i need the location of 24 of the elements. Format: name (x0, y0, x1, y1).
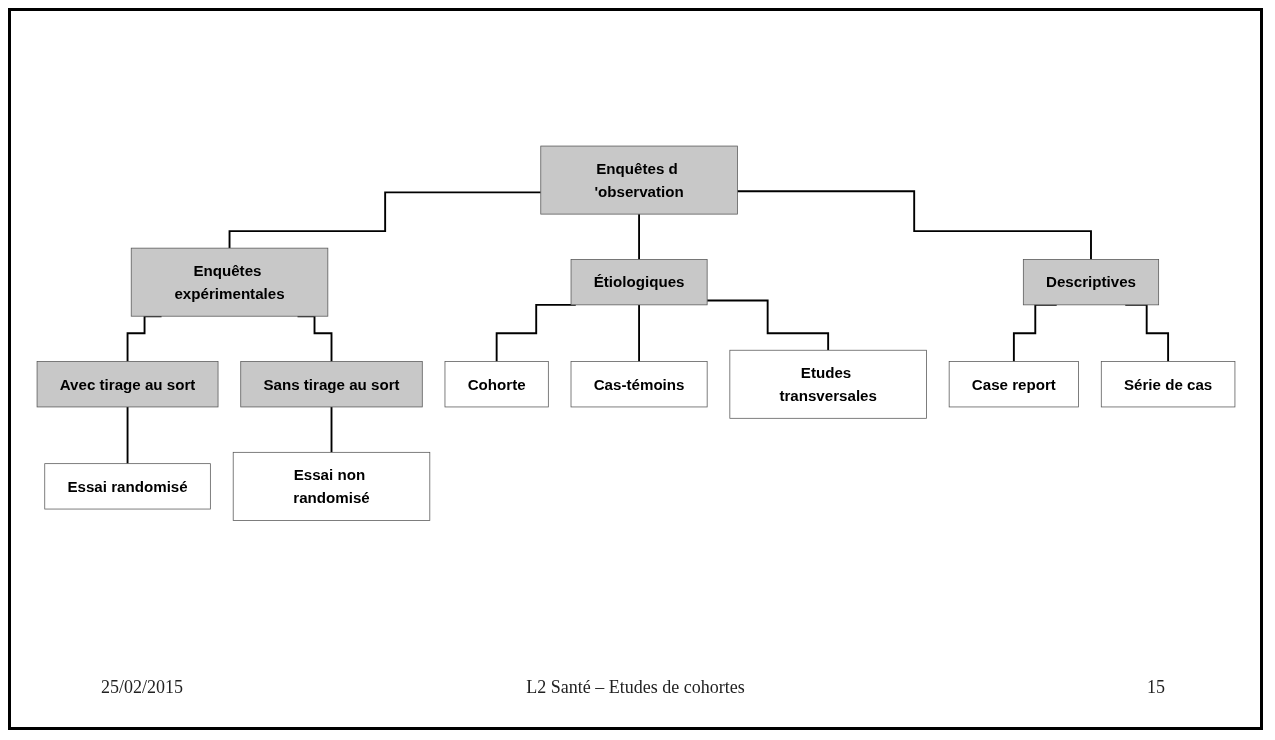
footer-text: L2 Santé – Etudes de cohortes (526, 677, 745, 698)
connector (736, 190, 1092, 261)
node-box (540, 145, 738, 215)
page-number: 15 (1147, 677, 1165, 698)
connector (706, 299, 830, 352)
node-box (130, 248, 329, 317)
node-box (444, 361, 549, 408)
node-box (36, 361, 219, 408)
connector (638, 213, 641, 261)
connector (228, 191, 542, 250)
node-box (44, 463, 211, 510)
node-box (1100, 361, 1236, 408)
connector (330, 406, 333, 454)
connector (638, 304, 641, 363)
node-box (570, 259, 708, 306)
date-text: 25/02/2015 (101, 677, 183, 698)
node-box (232, 452, 431, 522)
node-box (570, 361, 708, 408)
node-box (1022, 259, 1160, 306)
node-box (240, 361, 423, 408)
connector (126, 406, 129, 465)
node-box (948, 361, 1079, 408)
slide-frame: Enquêtes d 'observation Enquêtes expérimentales Étiologiques Descriptives Avec tirage au sort Sans tirage au sort Cohorte Cas-témoins Etudes transversales Case report Série de cas Essai randomisé Essai non randomisé 25/02/2015 L2 Santé – Etudes de cohortes 15 (8, 8, 1263, 730)
node-box (729, 350, 927, 419)
